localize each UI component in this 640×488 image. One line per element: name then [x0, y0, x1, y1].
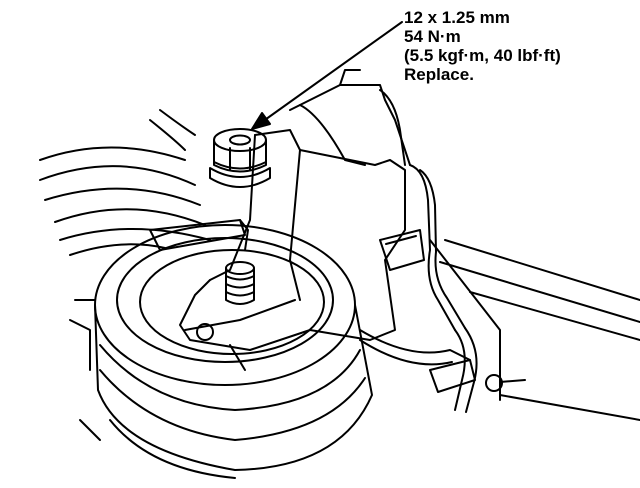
- torque-callout: 12 x 1.25 mm 54 N·m (5.5 kgf·m, 40 lbf·f…: [404, 8, 561, 84]
- callout-torque-nm: 54 N·m: [404, 27, 461, 46]
- callout-bolt-size: 12 x 1.25 mm: [404, 8, 510, 27]
- control-arm-bracket: [179, 129, 406, 371]
- callout-leader-arrow: [251, 21, 403, 130]
- strut-mount: [69, 224, 373, 479]
- frame-rail: [429, 239, 640, 421]
- callout-note: Replace.: [404, 65, 474, 84]
- flange-nut: [209, 128, 271, 188]
- callout-torque-alt: (5.5 kgf·m, 40 lbf·ft): [404, 46, 561, 65]
- brake-hose: [359, 164, 526, 413]
- mount-stud: [225, 261, 255, 305]
- tire-arcs: [39, 109, 211, 256]
